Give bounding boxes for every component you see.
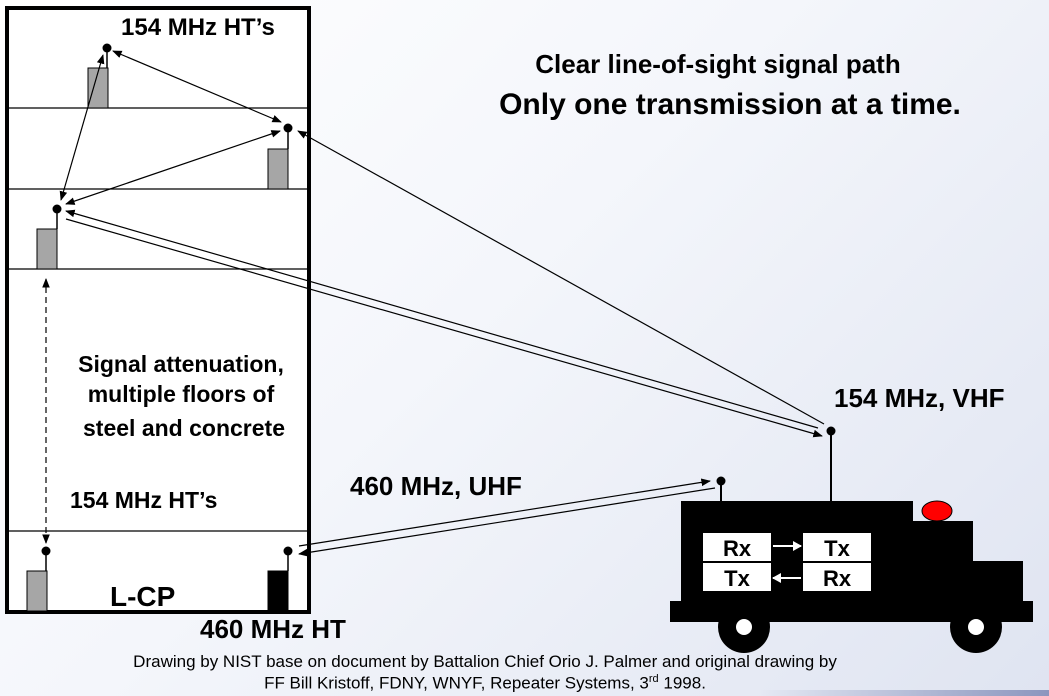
rx-box (803, 563, 871, 591)
tx-bottom-label: Tx (724, 566, 750, 591)
in-building-signals (42, 50, 282, 544)
beacon-light (921, 500, 953, 522)
antenna-dot (716, 476, 726, 486)
credit-line-1: Drawing by NIST base on document by Batt… (133, 652, 837, 671)
tx-box (803, 533, 871, 561)
uhf-signal-arrow (298, 478, 711, 547)
uhf-signal-arrow (298, 487, 716, 557)
rx-bottom-label: Rx (823, 566, 852, 591)
vhf-signal-arrow (297, 130, 825, 425)
signal-arrow (65, 130, 281, 205)
uhf-ht-label: 460 MHz HT (200, 614, 346, 644)
repeater-truck: Rx Tx Tx Rx (670, 426, 1033, 653)
antenna-dot (826, 426, 836, 436)
tx-box (703, 563, 771, 591)
antenna-dot (283, 123, 293, 133)
radio-lobby-vhf (26, 546, 51, 612)
vhf-signal-arrow (65, 218, 823, 438)
attenuation-line-3: steel and concrete (83, 415, 285, 441)
radio-lobby-uhf (267, 546, 293, 612)
truck-hood (970, 561, 1023, 602)
vhf-signal-arrow (65, 209, 819, 429)
attenuation-line-1: Signal attenuation, (78, 351, 284, 377)
tx-top-label: Tx (824, 536, 850, 561)
relay-arrow-head (772, 573, 781, 583)
building-outline (5, 6, 311, 614)
signal-arrow (112, 50, 282, 123)
wheel (950, 601, 1002, 653)
truck-cab (911, 521, 973, 602)
antenna-dot (41, 546, 51, 556)
slide-footer-bar (760, 690, 1049, 696)
credit-ordinal: rd (648, 673, 659, 685)
wheel (718, 601, 770, 653)
radio-third-floor (36, 204, 62, 270)
vhf-label: 154 MHz, VHF (834, 383, 1005, 413)
antenna-dot (52, 204, 62, 214)
top-hts-label: 154 MHz HT’s (121, 14, 275, 41)
lcp-label: L-CP (110, 581, 175, 612)
rx-box (703, 533, 771, 561)
credit-year: 1998. (658, 673, 706, 693)
credit-line-2-text: FF Bill Kristoff, FDNY, WNYF, Repeater S… (264, 673, 649, 693)
antenna-dot (283, 546, 293, 556)
attenuation-line-2: multiple floors of (88, 381, 275, 407)
credit-line-2: FF Bill Kristoff, FDNY, WNYF, Repeater S… (0, 673, 970, 694)
lower-hts-label: 154 MHz HT’s (70, 487, 217, 513)
headline-line-1: Clear line-of-sight signal path (535, 49, 900, 79)
relay-arrow-head (793, 541, 802, 551)
uhf-label: 460 MHz, UHF (350, 471, 522, 501)
repeater-signal-paths (65, 130, 825, 557)
building (5, 6, 311, 614)
headline-line-2: Only one transmission at a time. (499, 88, 961, 121)
antenna-dot (102, 43, 112, 53)
rx-top-label: Rx (723, 536, 752, 561)
